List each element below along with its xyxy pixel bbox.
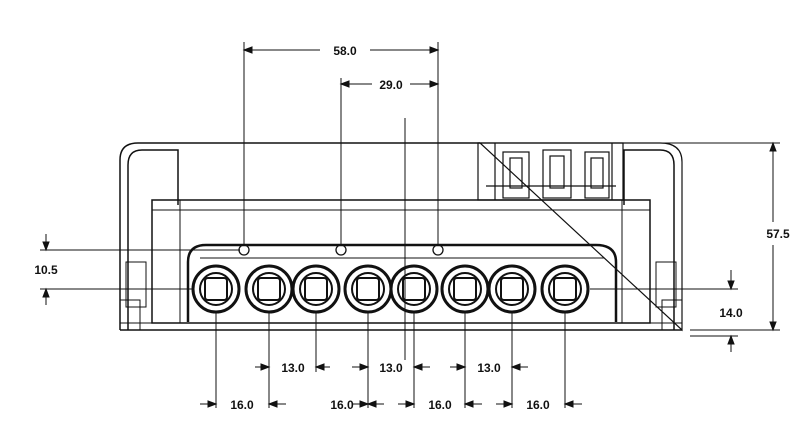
dim-58: 58.0 [333, 44, 357, 58]
terminal [191, 264, 241, 314]
dimension-lines [40, 42, 780, 408]
terminal [244, 264, 294, 314]
terminal [487, 264, 537, 314]
screw [238, 244, 250, 256]
dim-13-b: 13.0 [379, 361, 403, 375]
top-connector [477, 142, 624, 201]
dim-16-d: 16.0 [526, 398, 550, 412]
dim-13-c: 13.0 [477, 361, 501, 375]
screw-row [238, 244, 444, 256]
dim-16-c: 16.0 [428, 398, 452, 412]
screw [335, 244, 347, 256]
dimension-labels: 58.0 29.0 57.5 10.5 14.0 13.0 13.0 13.0 … [34, 44, 790, 412]
terminal-strip [186, 243, 618, 322]
dim-13-a: 13.0 [281, 361, 305, 375]
terminal [389, 264, 439, 314]
screw [432, 244, 444, 256]
terminal-row [191, 264, 590, 314]
dim-16-b: 16.0 [330, 398, 354, 412]
dim-29: 29.0 [379, 78, 403, 92]
dim-57-5: 57.5 [766, 227, 790, 241]
terminal [291, 264, 341, 314]
dim-16-a: 16.0 [230, 398, 254, 412]
terminal [343, 264, 393, 314]
housing [119, 142, 683, 332]
terminal [540, 264, 590, 314]
terminal [440, 264, 490, 314]
dim-14: 14.0 [719, 306, 743, 320]
dim-10-5: 10.5 [34, 263, 58, 277]
